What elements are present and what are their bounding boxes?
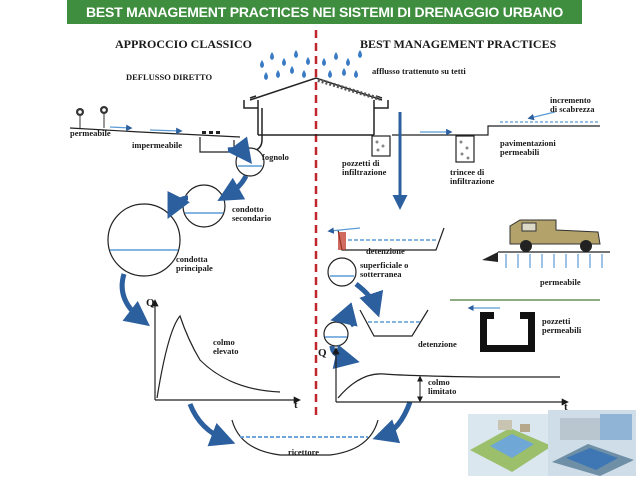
page-title: BEST MANAGEMENT PRACTICES NEI SISTEMI DI… [67, 0, 582, 24]
left-graph-q: Q [146, 297, 155, 309]
trincee-label-2: infiltrazione [450, 176, 495, 186]
flower-icon [76, 106, 108, 128]
left-flow-arrows [119, 136, 253, 447]
superficiale-label-2: sotterranea [360, 269, 402, 279]
incremento-label-2: di scabrezza [550, 104, 595, 114]
ricettore-label: ricettore [288, 447, 319, 457]
pavimentazioni-label-2: permeabili [500, 147, 540, 157]
pozzetti-inf-label-1: pozzetti di [342, 158, 380, 168]
infiltration-gravel [375, 140, 470, 160]
permeabile-right-label: permeabile [540, 277, 581, 287]
detenzione-label-1: detenzione [366, 246, 405, 256]
left-runoff-arrows [109, 124, 220, 135]
deflusso-label: DEFLUSSO DIRETTO [126, 72, 212, 82]
colmo-limitato-2: limitato [428, 386, 456, 396]
permeable-pavement [482, 251, 610, 268]
permeabile-left-label: permeabile [70, 128, 111, 138]
right-graph-q: Q [318, 347, 327, 359]
pipe-water [110, 165, 262, 251]
truck-icon [509, 219, 601, 252]
ricettore-basin [231, 419, 379, 456]
incremento-label-1: incremento [550, 95, 591, 105]
pozzetti-inf-label-2: infiltrazione [342, 167, 387, 177]
left-hydrograph [151, 299, 301, 404]
permeable-wells-icon [480, 312, 535, 352]
afflusso-label: afflusso trattenuto su tetti [372, 66, 466, 76]
rain-icon [260, 50, 362, 80]
right-surface-water [420, 111, 598, 136]
detention-basin-1 [327, 227, 445, 251]
condotta-label-1: condotta [176, 254, 208, 264]
superficiale-label-1: superficiale o [360, 260, 408, 270]
underground-circle-2 [323, 321, 349, 347]
detention-basin-2 [359, 309, 429, 337]
pozzetti-perm-label-2: permeabili [542, 325, 582, 335]
right-hydrograph [332, 347, 569, 406]
green-roof [317, 78, 381, 101]
detenzione-label-2: detenzione [418, 339, 457, 349]
right-to-ricettore-arrow [372, 401, 413, 444]
fognolo-label: fognolo [262, 152, 289, 162]
left-heading: APPROCCIO CLASSICO [115, 37, 252, 51]
colmo-elevato-1: colmo [213, 337, 235, 347]
colmo-limitato-1: colmo [428, 377, 450, 387]
impermeabile-label: impermeabile [132, 140, 182, 150]
pipe-circles [107, 147, 265, 277]
right-heading: BEST MANAGEMENT PRACTICES [360, 37, 557, 51]
condotta-label-2: principale [176, 263, 213, 273]
condotto-label-1: condotto [232, 204, 264, 214]
rendering-image-2 [548, 410, 636, 476]
pavimentazioni-label-1: pavimentazioni [500, 138, 556, 148]
colmo-elevato-2: elevato [213, 346, 239, 356]
condotto-label-2: secondario [232, 213, 271, 223]
rendering-image-1 [468, 414, 554, 476]
right-graph-t: t [564, 401, 568, 413]
pozzetti-perm-label-1: pozzetti [542, 316, 571, 326]
underground-circle [327, 257, 357, 287]
left-graph-t: t [294, 399, 298, 411]
trincee-label-1: trincee di [450, 167, 485, 177]
right-ground [371, 125, 600, 163]
